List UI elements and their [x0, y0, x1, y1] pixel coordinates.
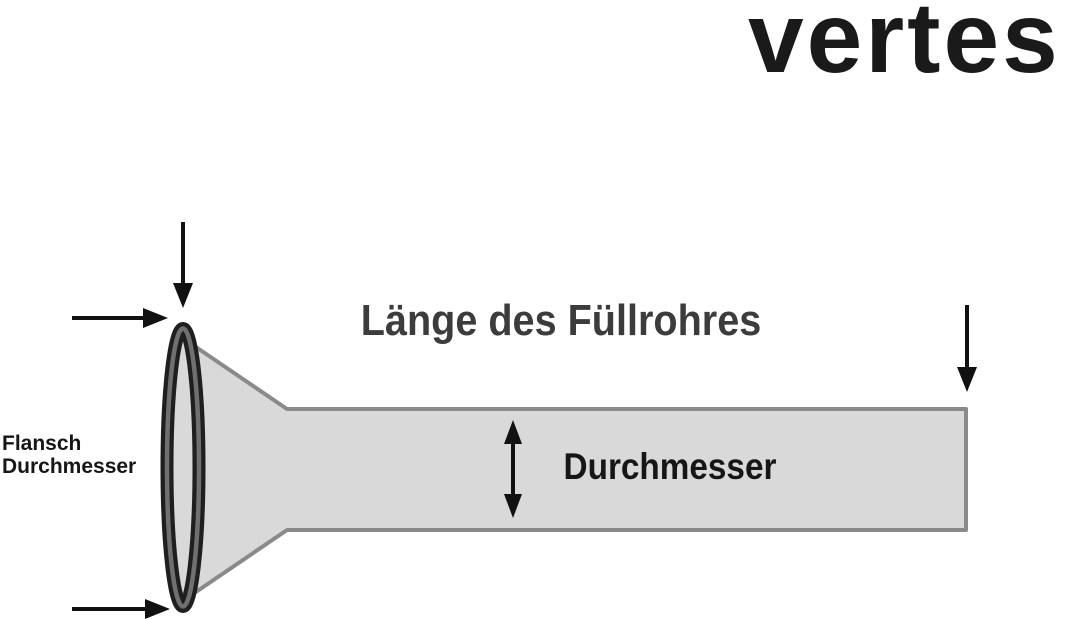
arrow-right-to-flange-bottom-icon: [72, 599, 170, 619]
arrow-down-to-flange-top-icon: [173, 222, 193, 308]
tube-diameter-label: Durchmesser: [563, 446, 777, 487]
arrow-down-to-tube-end-icon: [957, 305, 977, 392]
brand-logo: vertes: [748, 0, 1061, 94]
arrow-right-to-flange-top-icon: [72, 308, 168, 328]
flange-diameter-label: Flansch Durchmesser: [2, 432, 137, 478]
flange-ellipse-highlight: [164, 326, 202, 609]
diagram-title: Länge des Füllrohres: [360, 296, 762, 345]
arrow-double-vertical-diameter-icon: [504, 420, 522, 518]
